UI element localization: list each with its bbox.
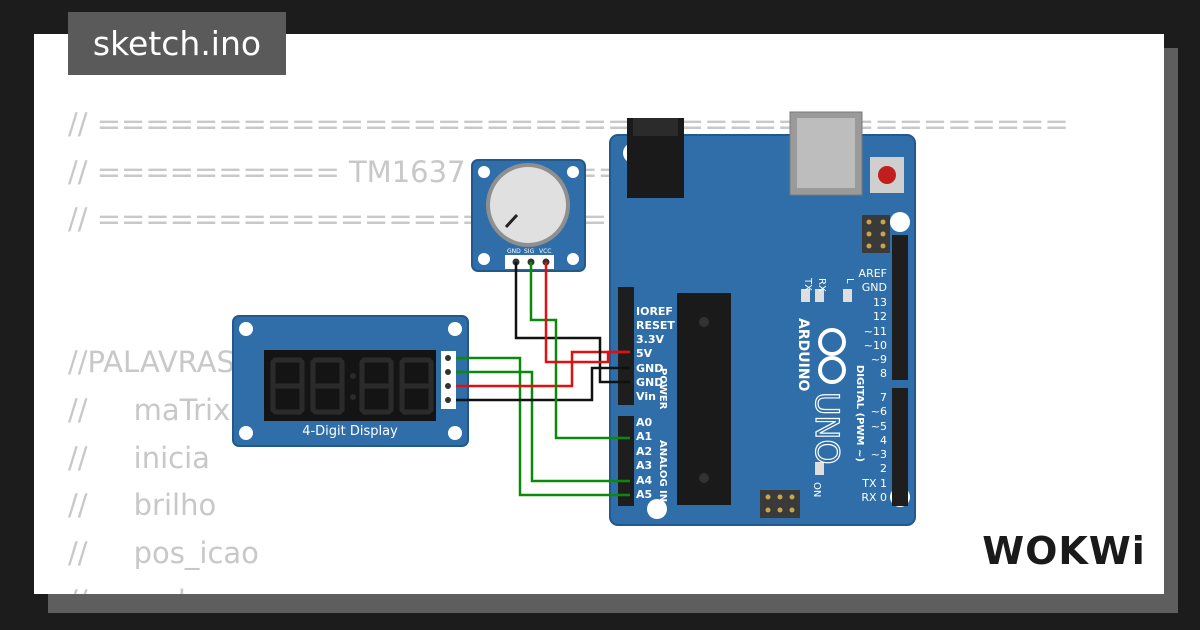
- pot-pin-label-gnd: GND: [507, 248, 521, 255]
- pin-label-7: 7: [880, 391, 887, 404]
- pin-label-12: 12: [873, 310, 887, 323]
- on-led: [815, 462, 824, 475]
- pin-label-a4: A4: [636, 474, 653, 487]
- digital-section-label: DIGITAL (PWM ~): [854, 365, 865, 462]
- wokwi-logo: WOKWi: [982, 529, 1146, 573]
- model-label: UNO: [808, 392, 846, 465]
- brand-label: ARDUINO: [795, 318, 811, 392]
- pin-label-3: ~3: [871, 448, 887, 461]
- digital-header-high: [892, 235, 908, 380]
- pin-label-gnd: GND: [636, 362, 663, 375]
- wire-gnd-pot: [514, 262, 630, 384]
- wire-gnd-display: [456, 366, 630, 402]
- wire-vcc-pot: [544, 262, 630, 364]
- pin-label-gnd-d: GND: [862, 281, 887, 294]
- file-tab[interactable]: sketch.ino: [68, 12, 286, 75]
- pin-label-0: RX 0: [861, 491, 887, 504]
- pin-label-2: 2: [880, 462, 887, 475]
- led-label-rx: RX: [816, 278, 827, 292]
- reset-button-cap[interactable]: [878, 166, 896, 184]
- wokwi-logo-box: WOKWi: [976, 520, 1151, 580]
- wokwi-logo-text: WOKWi: [982, 529, 1146, 573]
- pin-label-reset: RESET: [636, 319, 675, 332]
- pin-label-3v3: 3.3V: [636, 333, 664, 346]
- pin-label-a2: A2: [636, 445, 652, 458]
- pin-label-a0: A0: [636, 416, 653, 429]
- pin-label-13: 13: [873, 296, 887, 309]
- wires: [456, 262, 630, 497]
- atmega-chip: [677, 293, 731, 505]
- code-line: // pos_icao: [68, 536, 259, 570]
- pin-label-9: ~9: [871, 353, 887, 366]
- pin-label-ioref: IOREF: [636, 305, 673, 318]
- display-label: 4-Digit Display: [302, 424, 398, 439]
- code-preview-card: // =====================================…: [34, 34, 1164, 594]
- code-line: // maTrix: [68, 393, 231, 427]
- pin-label-vin: Vin: [636, 390, 656, 403]
- pin-label-10: ~10: [864, 339, 887, 352]
- rx-led: [815, 289, 824, 302]
- pin-label-a5: A5: [636, 488, 652, 501]
- pin-label-a1: A1: [636, 430, 652, 443]
- potentiometer-module[interactable]: GND SIG VCC: [471, 159, 586, 272]
- pin-label-gnd: GND: [636, 376, 663, 389]
- on-label: ON: [811, 482, 822, 497]
- pin-label-6: ~6: [871, 405, 887, 418]
- wire-dio: [456, 370, 630, 483]
- led-label-l: L: [844, 278, 855, 284]
- pin-label-8: 8: [880, 367, 887, 380]
- pin-label-4: 4: [880, 434, 887, 447]
- pin-label-1: TX 1: [861, 477, 887, 490]
- pin-label-5v: 5V: [636, 347, 653, 360]
- digital-header-low: [892, 388, 908, 506]
- pin-label-11: ~11: [864, 325, 887, 338]
- pot-pin-label-vcc: VCC: [539, 248, 551, 255]
- analog-section-label: ANALOG IN: [657, 440, 668, 502]
- pin-label-aref: AREF: [859, 267, 887, 280]
- code-line: // brilho: [68, 488, 217, 522]
- led-label-tx: TX: [802, 277, 813, 291]
- pot-pin-label-sig: SIG: [524, 248, 535, 255]
- code-line: // cod: [68, 584, 186, 594]
- potentiometer-knob[interactable]: [490, 167, 566, 243]
- wire-clk: [456, 356, 630, 497]
- pin-label-5: ~5: [871, 420, 887, 433]
- analog-header: [618, 416, 634, 506]
- arduino-uno-board[interactable]: TX RX L ON ARDUINO UNO IOREF RESET 3.3V …: [609, 111, 916, 526]
- wire-sig-pot: [529, 262, 630, 440]
- power-header: [618, 287, 634, 405]
- power-section-label: POWER: [657, 368, 668, 410]
- pin-label-a3: A3: [636, 459, 652, 472]
- code-line: // inicia: [68, 441, 210, 475]
- arduino-infinity-icon: [818, 328, 846, 384]
- knob-indicator: [504, 213, 519, 229]
- l-led: [843, 289, 852, 302]
- tx-led: [801, 289, 810, 302]
- tm1637-display-module[interactable]: 4-Digit Display: [232, 315, 469, 447]
